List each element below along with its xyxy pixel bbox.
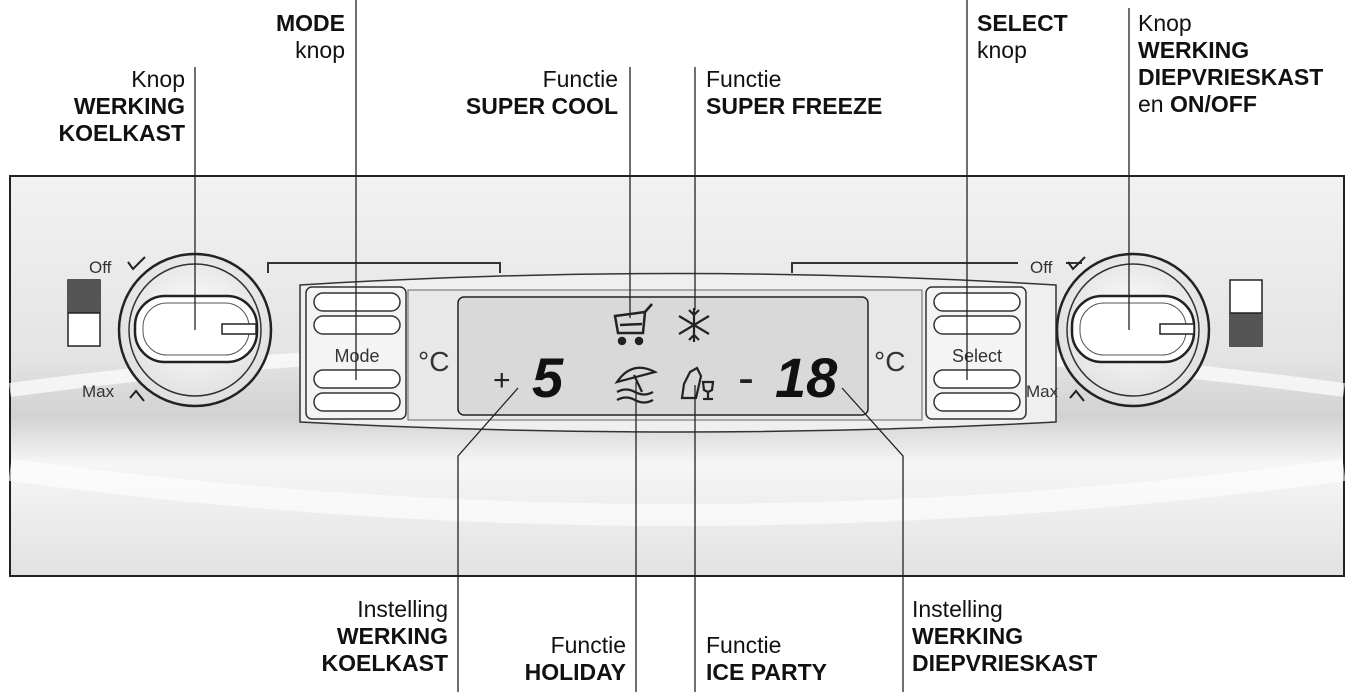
left-knob-off-label: Off [89, 258, 112, 277]
callout-super-cool-line1: Functie [542, 66, 618, 92]
freezer-value: 18 [775, 346, 838, 409]
bottle-glass-icon [680, 366, 715, 401]
callout-freezer-knob-line4-prefix: en [1138, 91, 1164, 117]
callout-fridge-knob-line3: KOELKAST [58, 120, 186, 146]
right-knob-off-label: Off [1030, 258, 1053, 277]
callout-super-freeze-line2: SUPER FREEZE [706, 93, 883, 119]
fridge-value: 5 [532, 346, 564, 409]
callout-fridge-setting: Instelling WERKING KOELKAST [290, 596, 449, 677]
freezer-sign: - [738, 352, 754, 405]
callout-select-line1: SELECT [977, 10, 1068, 36]
leader-lines [194, 0, 1130, 692]
callout-fridge-setting-line1: Instelling [357, 596, 448, 622]
callout-freezer-setting-line1: Instelling [912, 596, 1003, 622]
left-knob-max-label: Max [82, 382, 115, 401]
right-knob-max-label: Max [1026, 382, 1059, 401]
callout-mode-line1: MODE [276, 10, 345, 36]
callout-freezer-knob-line4: en ON/OFF [1138, 91, 1354, 118]
callout-super-cool-line2: SUPER COOL [465, 93, 618, 119]
callout-freezer-knob-line1: Knop [1138, 10, 1192, 36]
select-button-label: Select [952, 346, 1002, 366]
snowflake-icon [678, 308, 710, 342]
callout-freezer-setting: Instelling WERKING DIEPVRIESKAST [912, 596, 1132, 677]
callout-ice-party-line2: ICE PARTY [706, 659, 827, 685]
freezer-knob[interactable] [1055, 252, 1211, 408]
callout-select-line2: knop [977, 37, 1027, 63]
callout-holiday-line1: Functie [550, 632, 626, 658]
unit-right: °C [874, 346, 905, 377]
fridge-level-indicator [67, 279, 101, 347]
select-button[interactable]: Select [925, 286, 1027, 420]
freezer-level-indicator [1229, 279, 1263, 347]
cart-icon [613, 303, 653, 346]
lcd-display [457, 296, 869, 416]
mode-button-label: Mode [334, 346, 379, 366]
callout-fridge-knob-line1: Knop [131, 66, 185, 92]
callout-ice-party: Functie ICE PARTY [706, 632, 866, 686]
callout-super-cool: Functie SUPER COOL [400, 66, 618, 120]
callout-freezer-knob: Knop WERKING DIEPVRIESKAST en ON/OFF [1138, 10, 1354, 118]
callout-mode-button: MODE knop [260, 10, 345, 64]
callout-holiday-line2: HOLIDAY [524, 659, 626, 685]
callout-holiday: Functie HOLIDAY [500, 632, 626, 686]
callout-mode-line2: knop [295, 37, 345, 63]
umbrella-icon [614, 366, 659, 404]
callout-fridge-setting-line3: KOELKAST [321, 650, 449, 676]
callout-freezer-setting-line3: DIEPVRIESKAST [912, 650, 1098, 676]
callout-fridge-setting-line2: WERKING [336, 623, 448, 649]
callout-freezer-knob-line2: WERKING [1138, 37, 1250, 63]
callout-fridge-knob-line2: WERKING [73, 93, 185, 119]
callout-super-freeze-line1: Functie [706, 66, 782, 92]
callout-select-button: SELECT knop [977, 10, 1117, 64]
callout-freezer-setting-line2: WERKING [912, 623, 1024, 649]
callout-ice-party-line1: Functie [706, 632, 782, 658]
fridge-sign: + [493, 364, 511, 397]
right-range-bracket [791, 262, 1018, 273]
callout-freezer-knob-line4-bold: ON/OFF [1169, 91, 1257, 117]
unit-left: °C [418, 346, 449, 377]
callout-freezer-knob-line3: DIEPVRIESKAST [1138, 64, 1324, 90]
left-range-bracket [267, 262, 501, 273]
callout-fridge-knob: Knop WERKING KOELKAST [20, 66, 186, 147]
callout-super-freeze: Functie SUPER FREEZE [706, 66, 946, 120]
